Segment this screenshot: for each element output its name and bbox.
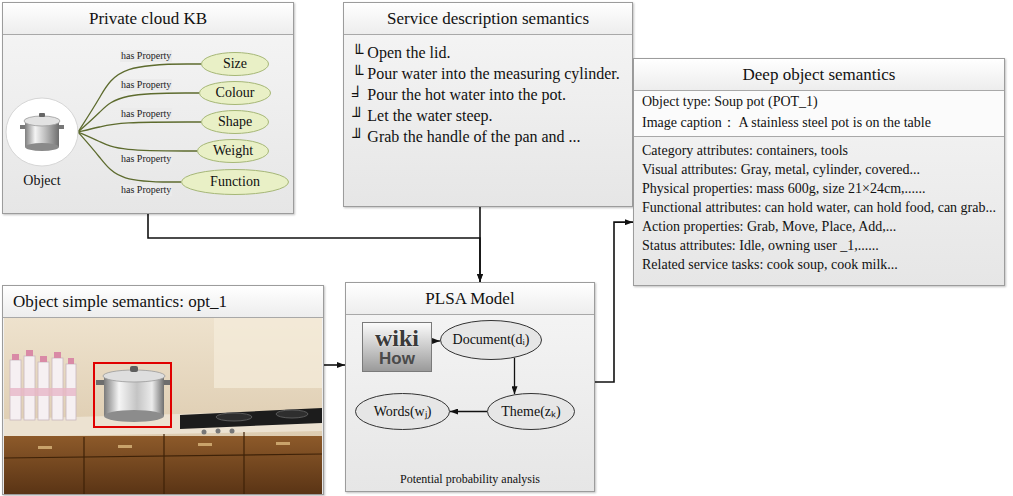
service-panel: Service description semantics ╙ Open the …: [343, 2, 633, 207]
shape-label: Document(dᵢ): [453, 332, 530, 348]
caption-text: Potential probability analysis: [346, 472, 594, 491]
plsa-panel: PLSA ModelPotential probability analysis…: [345, 282, 595, 492]
attribute-line: Visual attributes: Gray, metal, cylinder…: [634, 160, 1004, 179]
cabinet-lines: [4, 432, 322, 494]
shape-label: Function: [210, 174, 260, 190]
topic-ellipse: Theme(zₖ): [487, 393, 575, 430]
connector-line: [432, 340, 440, 341]
connector-line: [78, 122, 201, 132]
attribute-line: Category attributes: containers, tools: [634, 141, 1004, 160]
shape-label: Theme(zₖ): [501, 404, 560, 420]
kitchen-photo: [4, 318, 322, 494]
connector-line: [148, 214, 480, 282]
soup-pot: [96, 366, 172, 422]
logo-text: How: [379, 350, 415, 368]
pot-lid: [24, 116, 60, 126]
bottles: [10, 350, 76, 420]
pot-knob: [39, 113, 45, 117]
property-oval: Weight: [197, 139, 269, 163]
object-summary: Object type: Soup pot (POT_1): [634, 91, 1004, 112]
cabinet-handles: [38, 442, 290, 449]
simple-semantics-panel: Object simple semantics: opt_1: [2, 285, 324, 495]
step-text: ╙ Pour water into the measuring cylinder…: [344, 63, 632, 84]
cooktop: [180, 408, 322, 429]
edge-label: has Property: [120, 153, 172, 165]
property-oval: Size: [201, 52, 269, 76]
step-text: ╜ Grab the handle of the pan and ...: [344, 126, 632, 147]
knowledge-base-panel: Private cloud KB Object SizeColourShapeWe…: [2, 2, 294, 214]
property-oval: Shape: [201, 110, 269, 134]
wall: [4, 318, 322, 494]
topic-ellipse: Words(wⱼ): [355, 393, 450, 430]
deep-semantics-panel: Deep object semanticsObject type: Soup p…: [633, 58, 1005, 286]
object-ellipse: [6, 98, 78, 166]
pot-base: [25, 143, 59, 151]
connector-line: [450, 411, 487, 412]
connector-line: [479, 207, 481, 282]
wikihow-logo: wikiHow: [362, 322, 432, 372]
object-node: Object: [5, 97, 79, 191]
object-summary: Image caption： A stainless steel pot is …: [634, 112, 1004, 137]
connector-line: [78, 64, 201, 132]
connector-line: [514, 358, 515, 395]
edge-label: has Property: [120, 79, 172, 91]
light-patch: [214, 318, 322, 388]
panel-heading: Service description semantics: [344, 3, 632, 35]
logo-text: wiki: [375, 326, 419, 350]
connector-line: [78, 132, 197, 151]
step-text: ╛ Pour the hot water into the pot.: [344, 84, 632, 105]
panel-heading: PLSA Model: [346, 283, 594, 315]
bounding-box: [94, 363, 171, 427]
attribute-line: Related service tasks: cook soup, cook m…: [634, 255, 1004, 274]
property-oval: Function: [181, 169, 289, 195]
panel-heading: Private cloud KB: [3, 3, 293, 35]
step-text: ╜ Let the water steep.: [344, 105, 632, 126]
pot-illustration: [5, 97, 79, 171]
attribute-line: Functional attributes: can hold water, c…: [634, 198, 1004, 217]
shape-label: Size: [223, 56, 247, 72]
connector-line: [78, 132, 181, 182]
shape-label: Words(wⱼ): [374, 404, 432, 420]
cabinet-front: [4, 436, 322, 494]
edge-label: has Property: [120, 184, 172, 196]
edge-label: has Property: [120, 108, 172, 120]
panel-heading: Object simple semantics: opt_1: [3, 286, 323, 318]
connector-line: [324, 364, 345, 366]
property-oval: Colour: [199, 81, 271, 105]
topic-ellipse: Document(dᵢ): [440, 320, 542, 360]
edge-label: has Property: [120, 50, 172, 62]
object-label: Object: [5, 173, 79, 191]
attribute-line: Action properties: Grab, Move, Place, Ad…: [634, 217, 1004, 236]
connector-line: [78, 93, 199, 132]
connector-line: [595, 222, 633, 382]
attribute-line: Status attributes: Idle, owning user _1,…: [634, 236, 1004, 255]
burners: [216, 410, 308, 421]
shape-label: Shape: [218, 114, 252, 130]
attribute-line: Physical properties: mass 600g, size 21×…: [634, 179, 1004, 198]
shape-label: Colour: [216, 85, 255, 101]
step-text: ╙ Open the lid.: [344, 42, 632, 63]
shape-label: Weight: [213, 143, 253, 159]
knobs: [202, 429, 235, 435]
panel-heading: Deep object semantics: [634, 59, 1004, 91]
